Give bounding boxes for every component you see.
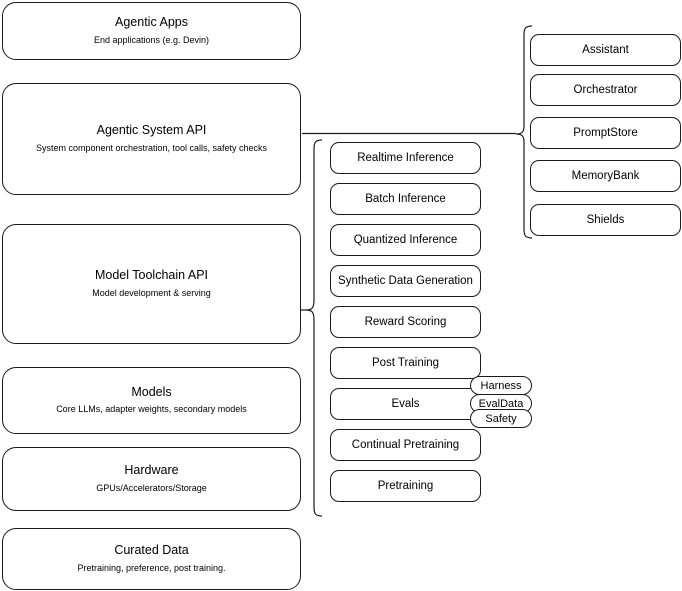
capability-label: Post Training — [371, 356, 440, 369]
system-component-label: Orchestrator — [573, 83, 638, 96]
layer-subtitle: GPUs/Accelerators/Storage — [96, 482, 207, 493]
layer-hardware[interactable]: Hardware GPUs/Accelerators/Storage — [2, 447, 301, 511]
pill-label: EvalData — [478, 397, 524, 410]
capability-label: Continual Pretraining — [351, 438, 460, 451]
capability-synthetic-data-generation[interactable]: Synthetic Data Generation — [330, 265, 481, 297]
layer-subtitle: Core LLMs, adapter weights, secondary mo… — [56, 404, 247, 415]
capability-label: Evals — [391, 397, 420, 410]
evals-subcomponent-safety[interactable]: Safety — [470, 409, 532, 428]
layer-agentic-apps[interactable]: Agentic Apps End applications (e.g. Devi… — [2, 2, 301, 60]
capability-realtime-inference[interactable]: Realtime Inference — [330, 142, 481, 174]
capability-reward-scoring[interactable]: Reward Scoring — [330, 306, 481, 338]
layer-model-toolchain-api[interactable]: Model Toolchain API Model development & … — [2, 224, 301, 344]
layer-subtitle: Model development & serving — [92, 287, 211, 298]
system-api-link-line — [302, 132, 516, 135]
capability-post-training[interactable]: Post Training — [330, 347, 481, 379]
layer-title: Agentic System API — [96, 123, 207, 138]
capability-label: Synthetic Data Generation — [338, 274, 473, 287]
capability-batch-inference[interactable]: Batch Inference — [330, 183, 481, 215]
layer-models[interactable]: Models Core LLMs, adapter weights, secon… — [2, 367, 301, 434]
system-component-shields[interactable]: Shields — [530, 204, 681, 236]
evals-subcomponent-harness[interactable]: Harness — [470, 376, 532, 395]
capability-label: Batch Inference — [365, 192, 446, 205]
system-component-label: PromptStore — [573, 126, 638, 139]
capability-label: Quantized Inference — [353, 233, 458, 246]
pill-label: Harness — [480, 379, 522, 392]
layer-title: Models — [131, 384, 172, 399]
capability-quantized-inference[interactable]: Quantized Inference — [330, 224, 481, 256]
layer-curated-data[interactable]: Curated Data Pretraining, preference, po… — [2, 528, 301, 590]
layer-title: Hardware — [124, 463, 179, 478]
system-component-label: Shields — [586, 213, 625, 226]
capability-pretraining[interactable]: Pretraining — [330, 470, 481, 502]
capability-continual-pretraining[interactable]: Continual Pretraining — [330, 429, 481, 461]
capability-label: Pretraining — [377, 479, 434, 492]
pill-label: Safety — [485, 412, 517, 425]
system-component-promptstore[interactable]: PromptStore — [530, 117, 681, 149]
layer-agentic-system-api[interactable]: Agentic System API System component orch… — [2, 83, 301, 195]
capability-label: Reward Scoring — [364, 315, 447, 328]
layer-title: Curated Data — [114, 543, 189, 558]
layer-subtitle: Pretraining, preference, post training. — [77, 562, 226, 573]
layer-title: Agentic Apps — [115, 15, 188, 30]
system-component-memorybank[interactable]: MemoryBank — [530, 160, 681, 192]
capability-label: Realtime Inference — [357, 151, 454, 164]
layer-title: Model Toolchain API — [94, 268, 209, 283]
system-component-label: MemoryBank — [571, 169, 640, 182]
layer-subtitle: System component orchestration, tool cal… — [35, 142, 268, 153]
system-components-brace-connector — [515, 25, 533, 239]
system-component-label: Assistant — [582, 43, 629, 56]
layer-subtitle: End applications (e.g. Devin) — [93, 34, 210, 45]
capability-evals[interactable]: Evals — [330, 388, 481, 420]
system-component-assistant[interactable]: Assistant — [530, 34, 681, 66]
toolchain-brace-connector — [301, 139, 323, 517]
system-component-orchestrator[interactable]: Orchestrator — [530, 74, 681, 106]
